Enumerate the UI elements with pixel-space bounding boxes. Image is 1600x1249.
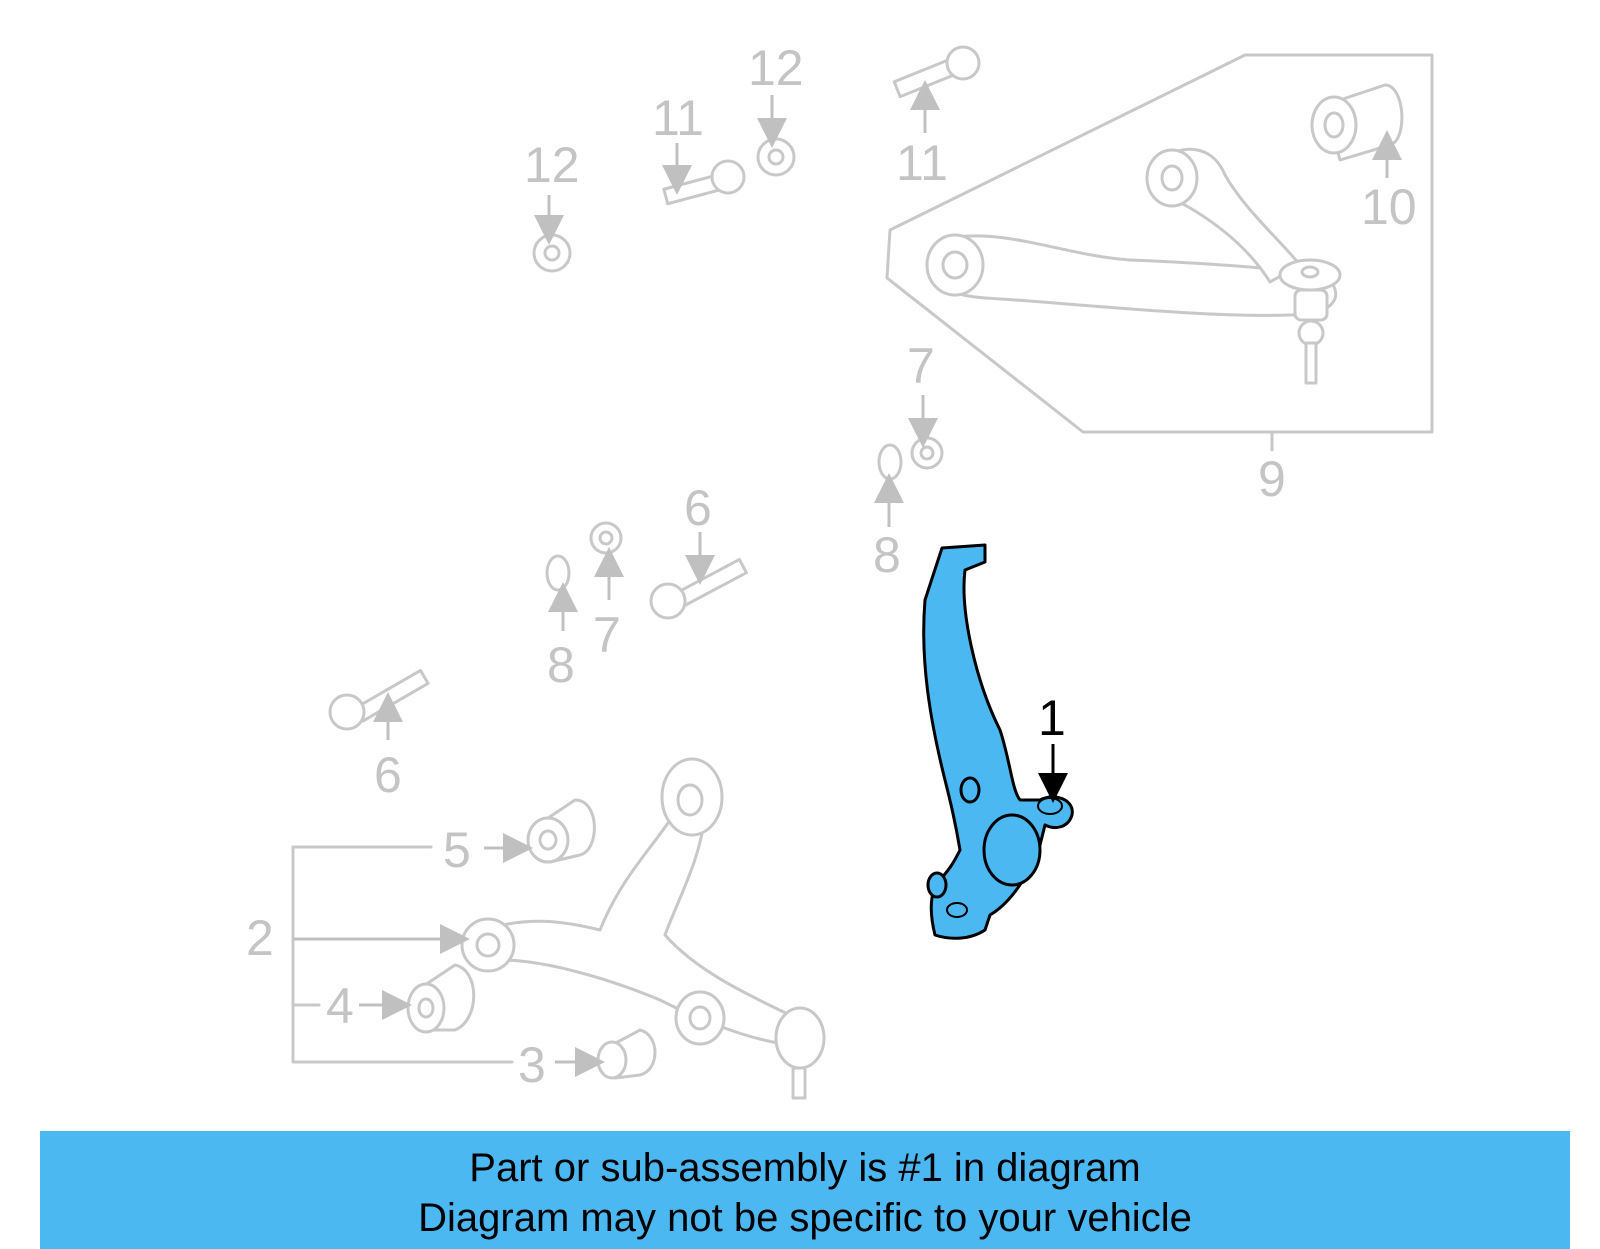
callout-arrows <box>293 80 1402 1077</box>
callout-10: 10 <box>1361 179 1417 235</box>
callout-7-middle: 7 <box>593 607 621 663</box>
callout-8-upper: 8 <box>873 527 901 583</box>
callout-11-left: 11 <box>652 90 704 146</box>
upper-control-arm-group[interactable] <box>885 53 1434 452</box>
callout-1: 1 <box>1038 690 1066 746</box>
banner-line-2: Diagram may not be specific to your vehi… <box>418 1196 1192 1240</box>
callout-9: 9 <box>1258 451 1286 507</box>
callout-2: 2 <box>246 910 274 966</box>
info-banner: Part or sub-assembly is #1 in diagram Di… <box>40 1131 1570 1249</box>
lower-control-arm-group[interactable] <box>291 757 826 1100</box>
nut-7-upper[interactable] <box>910 436 944 470</box>
washer-8-upper[interactable] <box>877 443 903 481</box>
callout-6-middle: 6 <box>684 480 712 536</box>
callout-7-upper: 7 <box>907 338 935 394</box>
bolt-11-upper[interactable] <box>892 45 981 99</box>
nut-12-left[interactable] <box>532 233 572 273</box>
bolt-6-left[interactable] <box>328 668 430 731</box>
callout-6-left: 6 <box>374 747 402 803</box>
callout-8-middle: 8 <box>547 637 575 693</box>
bushing-10[interactable] <box>1310 83 1404 162</box>
nut-12-upper[interactable] <box>756 137 796 177</box>
callout-4: 4 <box>326 978 354 1034</box>
callout-11-upper: 11 <box>896 135 948 191</box>
washer-8-middle[interactable] <box>545 554 571 592</box>
bushing-5[interactable] <box>526 798 596 864</box>
bolt-11-left[interactable] <box>662 159 746 206</box>
callout-3: 3 <box>518 1037 546 1093</box>
callout-12-upper: 12 <box>748 40 804 96</box>
callout-labels: 1 2 3 4 5 6 6 7 7 8 8 9 10 11 11 12 12 <box>246 40 1417 1093</box>
callout-12-left: 12 <box>524 137 580 193</box>
nut-7-middle[interactable] <box>589 521 623 555</box>
bushing-4[interactable] <box>406 963 476 1034</box>
callout-5: 5 <box>443 822 471 878</box>
bushing-3[interactable] <box>596 1028 657 1080</box>
banner-line-1: Part or sub-assembly is #1 in diagram <box>469 1146 1141 1190</box>
steering-knuckle-part-1[interactable] <box>922 543 1074 940</box>
